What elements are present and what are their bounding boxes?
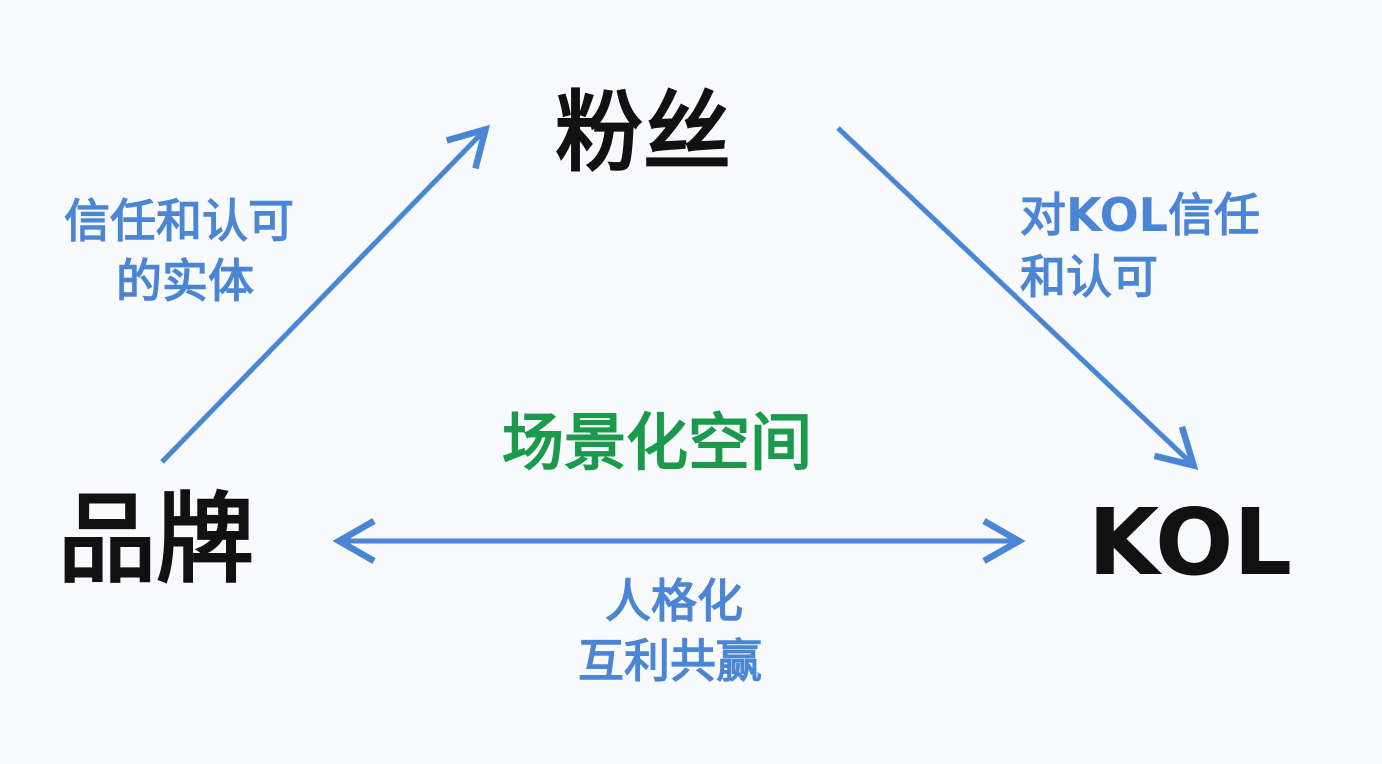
center-label: 场景化空间 [502,406,813,479]
label-brand-kol-line2: 互利共赢 [578,634,762,688]
arrow-fans-to-kol [836,126,1199,470]
node-brand: 品牌 [58,483,255,597]
label-brand-kol-line1: 人格化 [605,574,743,628]
label-fans-kol-line2: 和认可 [1020,250,1158,304]
node-fans: 粉丝 [555,81,732,184]
label-brand-fans-line2: 的实体 [116,254,254,308]
label-brand-fans-line1: 信任和认可 [64,194,294,248]
arrow-brand-to-fans [160,124,491,464]
node-kol: KOL [1088,489,1292,596]
label-fans-kol-line1: 对KOL信任 [1020,188,1260,242]
